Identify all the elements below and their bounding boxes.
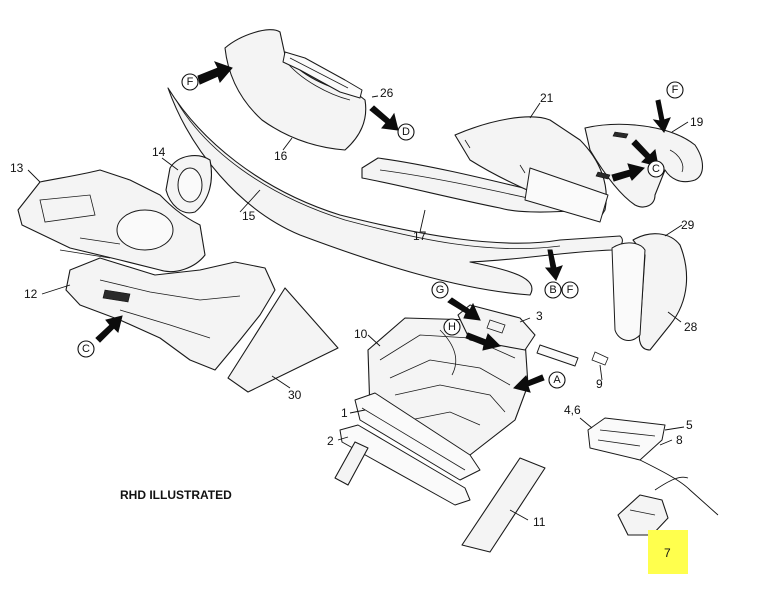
callout-13: 13 — [10, 161, 24, 175]
callout-12: 12 — [24, 287, 38, 301]
view-ref-c-right-circle — [647, 160, 665, 178]
part-9-cylinder — [536, 344, 609, 367]
part-7-actuator — [617, 494, 669, 536]
callout-19: 19 — [690, 115, 704, 129]
callout-11: 11 — [533, 515, 546, 529]
part-28-side-panel — [611, 242, 646, 341]
view-ref-h: H — [448, 321, 456, 333]
arrow-f-right — [652, 99, 671, 133]
view-ref-a: A — [553, 374, 561, 386]
callout-17: 17 — [413, 229, 427, 243]
view-ref-b: B — [549, 284, 556, 296]
part-11-brackets — [334, 441, 546, 553]
view-ref-d-circle — [397, 123, 415, 141]
callout-30: 30 — [288, 388, 302, 402]
view-ref-h-circle — [443, 318, 461, 336]
callout-21: 21 — [540, 91, 554, 105]
callout-16: 16 — [274, 149, 288, 163]
leader-lines — [27, 95, 689, 521]
part-13-lower-panel — [17, 169, 206, 273]
view-ref-f-right: F — [672, 84, 679, 96]
arrow-f-top — [197, 61, 233, 85]
callout-1: 1 — [341, 406, 348, 420]
view-ref-f-bottom-circle — [561, 281, 579, 299]
view-ref-b-circle — [544, 281, 562, 299]
view-ref-f-top: F — [187, 76, 194, 88]
rhd-illustrated-note: RHD ILLUSTRATED — [120, 488, 232, 502]
callout-3: 3 — [536, 309, 543, 323]
arrow-c-lower — [611, 163, 645, 182]
part-15-dash-top-pad — [167, 87, 623, 296]
view-ref-d: D — [402, 126, 410, 138]
view-ref-g-circle — [431, 281, 449, 299]
view-ref-c-right: C — [652, 163, 660, 175]
arrow-d — [369, 105, 399, 131]
part-21-top-right-panel — [454, 116, 609, 223]
callout-10: 10 — [354, 327, 368, 341]
arrow-g — [447, 297, 481, 321]
view-ref-f-top-circle — [181, 73, 199, 91]
view-ref-c-left: C — [82, 343, 90, 355]
part-46-switch-strip — [587, 417, 666, 461]
callout-15: 15 — [242, 209, 256, 223]
part-26-bracket — [282, 51, 363, 99]
part-2-tray — [339, 424, 471, 506]
callout-28: 28 — [684, 320, 698, 334]
callout-numbers: 13 14 15 16 26 17 21 19 29 28 12 30 10 3… — [10, 86, 704, 560]
part-30-triangle-panel — [227, 287, 339, 393]
callout-8: 8 — [676, 433, 683, 447]
callout-9: 9 — [596, 377, 603, 391]
part-12-knee-bolster — [65, 257, 276, 371]
view-ref-g: G — [436, 284, 445, 296]
part-14-oval-bezel — [165, 155, 213, 214]
view-ref-a-circle — [548, 371, 566, 389]
part-8-cable — [639, 459, 719, 516]
view-ref-f-bottom: F — [567, 284, 574, 296]
callout-14: 14 — [152, 145, 166, 159]
arrow-bf — [544, 249, 563, 281]
view-ref-f-right-circle — [666, 81, 684, 99]
highlight-box-7 — [648, 530, 688, 574]
view-ref-c-left-circle — [77, 340, 95, 358]
callout-7: 7 — [664, 546, 671, 560]
arrow-c-left — [95, 315, 123, 343]
callout-2: 2 — [327, 434, 334, 448]
arrow-a — [513, 374, 545, 393]
callout-5: 5 — [686, 418, 693, 432]
callout-46: 4,6 — [564, 403, 581, 417]
part-29-end-cap — [632, 233, 688, 351]
view-reference-markers: F D F C B F G H A C — [77, 73, 684, 389]
part-1-lower-frame — [354, 392, 481, 481]
part-19-vent-housing — [584, 123, 704, 208]
callout-26: 26 — [380, 86, 394, 100]
callout-29: 29 — [681, 218, 695, 232]
arrow-h — [465, 332, 501, 351]
